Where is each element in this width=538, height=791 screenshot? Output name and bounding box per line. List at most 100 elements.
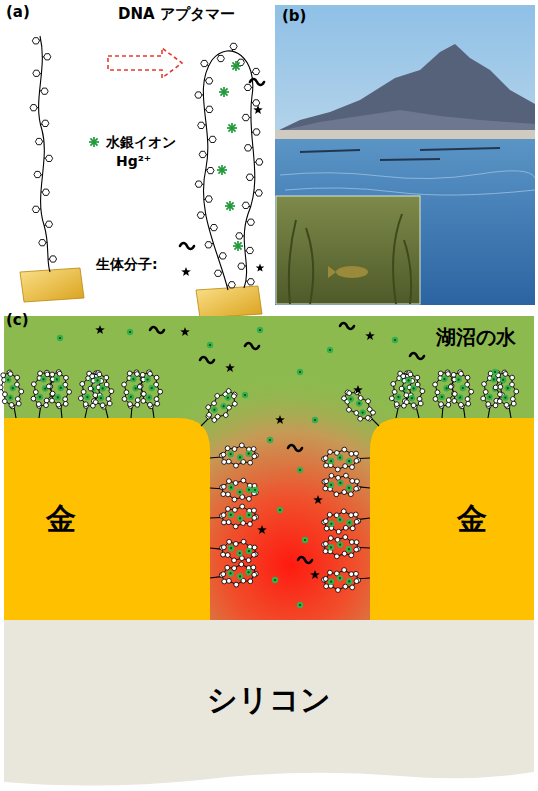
nucleotide-base — [225, 506, 230, 511]
nucleotide-base — [503, 371, 509, 377]
aptamer-anchor — [61, 407, 62, 418]
mercury-ion — [345, 484, 352, 491]
biomolecule-star — [253, 105, 263, 114]
mercury-ion-body — [97, 394, 105, 402]
nucleotide-base — [140, 372, 145, 377]
nucleotide-base — [33, 70, 40, 76]
nucleotide-base — [147, 371, 152, 376]
nucleotide-base — [134, 371, 139, 376]
mercury-ion — [346, 519, 353, 526]
mercury-ion-body — [246, 512, 253, 519]
mercury-ion-body — [223, 393, 232, 402]
mercury-ion — [438, 393, 445, 400]
mercury-ion — [57, 384, 64, 391]
nucleotide-base — [323, 576, 328, 581]
mercury-ion-core — [358, 402, 361, 405]
nucleotide-base — [480, 396, 486, 402]
nucleotide-base — [56, 402, 61, 407]
mercury-ion-body — [144, 376, 151, 383]
nucleotide-base — [137, 384, 142, 389]
mercury-ion — [297, 602, 303, 608]
nucleotide-base — [140, 391, 145, 396]
nucleotide-base — [226, 459, 231, 464]
mercury-ion-core — [213, 408, 216, 411]
mercury-ion-body — [441, 376, 448, 383]
mercury-ion-body — [245, 548, 252, 555]
nucleotide-base — [251, 508, 256, 513]
nucleotide-base — [232, 507, 237, 512]
aptamer-anchor — [85, 407, 87, 418]
biomolecule-star — [181, 267, 191, 276]
mercury-ion-core — [11, 387, 14, 390]
mercury-ion-body — [410, 385, 418, 393]
mercury-ion — [455, 376, 462, 383]
mercury-ion-body — [312, 417, 318, 423]
mercury-ion-body — [392, 337, 398, 343]
biomolecule-star — [225, 363, 235, 372]
nucleotide-base — [79, 381, 85, 387]
mercury-ion-core — [274, 579, 276, 581]
mercury-ion-body — [267, 437, 273, 443]
mercury-ion — [145, 394, 152, 401]
nucleotide-base — [207, 168, 214, 174]
biomolecule-star — [257, 525, 267, 534]
mercury-ion-core — [239, 491, 241, 493]
nucleotide-base — [206, 78, 213, 84]
mercury-ion-body — [346, 458, 353, 465]
mercury-ion-body — [337, 541, 344, 548]
mercury-ion-body — [245, 569, 252, 576]
nucleotide-base — [201, 60, 208, 66]
mercury-ion-core — [230, 453, 232, 455]
mercury-ion-body — [328, 544, 335, 551]
nucleotide-base — [365, 398, 372, 405]
mercury-ion — [219, 87, 229, 97]
gold-electrode: 金 — [370, 418, 534, 620]
mercury-ion-body — [99, 385, 107, 393]
nucleotide-base — [327, 570, 332, 575]
nucleotide-base — [227, 539, 232, 544]
nucleotide-base — [343, 584, 348, 589]
mercury-ion-body — [257, 327, 263, 333]
folded-aptamer — [491, 368, 523, 420]
nucleotide-base — [335, 467, 340, 472]
nucleotide-base — [45, 372, 50, 377]
mercury-ion-body — [297, 467, 303, 473]
mercury-ion-body — [236, 489, 243, 496]
mercury-ion — [337, 454, 344, 461]
folded-aptamer — [321, 446, 371, 473]
aptamer-backbone — [47, 371, 70, 407]
nucleotide-base — [211, 417, 218, 424]
nucleotide-base — [231, 400, 238, 407]
mercury-ion-core — [248, 550, 250, 552]
nucleotide-base — [127, 402, 132, 407]
mercury-ion-core — [361, 411, 364, 414]
mercury-ion — [225, 201, 235, 211]
mercury-ion-body — [5, 376, 12, 383]
nucleotide-base — [232, 566, 237, 571]
nucleotide-base — [44, 54, 51, 60]
mercury-ion — [337, 479, 344, 486]
nucleotide-base — [78, 395, 84, 401]
mercury-ion — [346, 546, 353, 553]
nucleotide-base — [349, 540, 354, 545]
mercury-ion-core — [502, 378, 505, 381]
nucleotide-base — [354, 479, 359, 484]
mercury-ion-core — [397, 396, 400, 399]
nucleotide-base — [135, 402, 140, 407]
mercury-ion-core — [239, 517, 241, 519]
nucleotide-base — [452, 391, 457, 396]
folded-aptamer — [321, 471, 372, 500]
nucleotide-base — [141, 398, 146, 403]
nucleotide-base — [242, 202, 249, 208]
mercury-ion-core — [209, 344, 211, 346]
nucleotide-base — [205, 196, 212, 202]
mercury-ion-core — [314, 419, 316, 421]
nucleotide-base — [324, 584, 329, 589]
nucleotide-base — [334, 554, 339, 559]
aptamer-anchor — [105, 407, 108, 418]
nucleotide-base — [154, 396, 159, 401]
panel-label: (b) — [282, 8, 306, 25]
nucleotide-base — [46, 155, 53, 161]
mercury-ion — [127, 329, 133, 335]
nucleotide-base — [348, 492, 353, 497]
